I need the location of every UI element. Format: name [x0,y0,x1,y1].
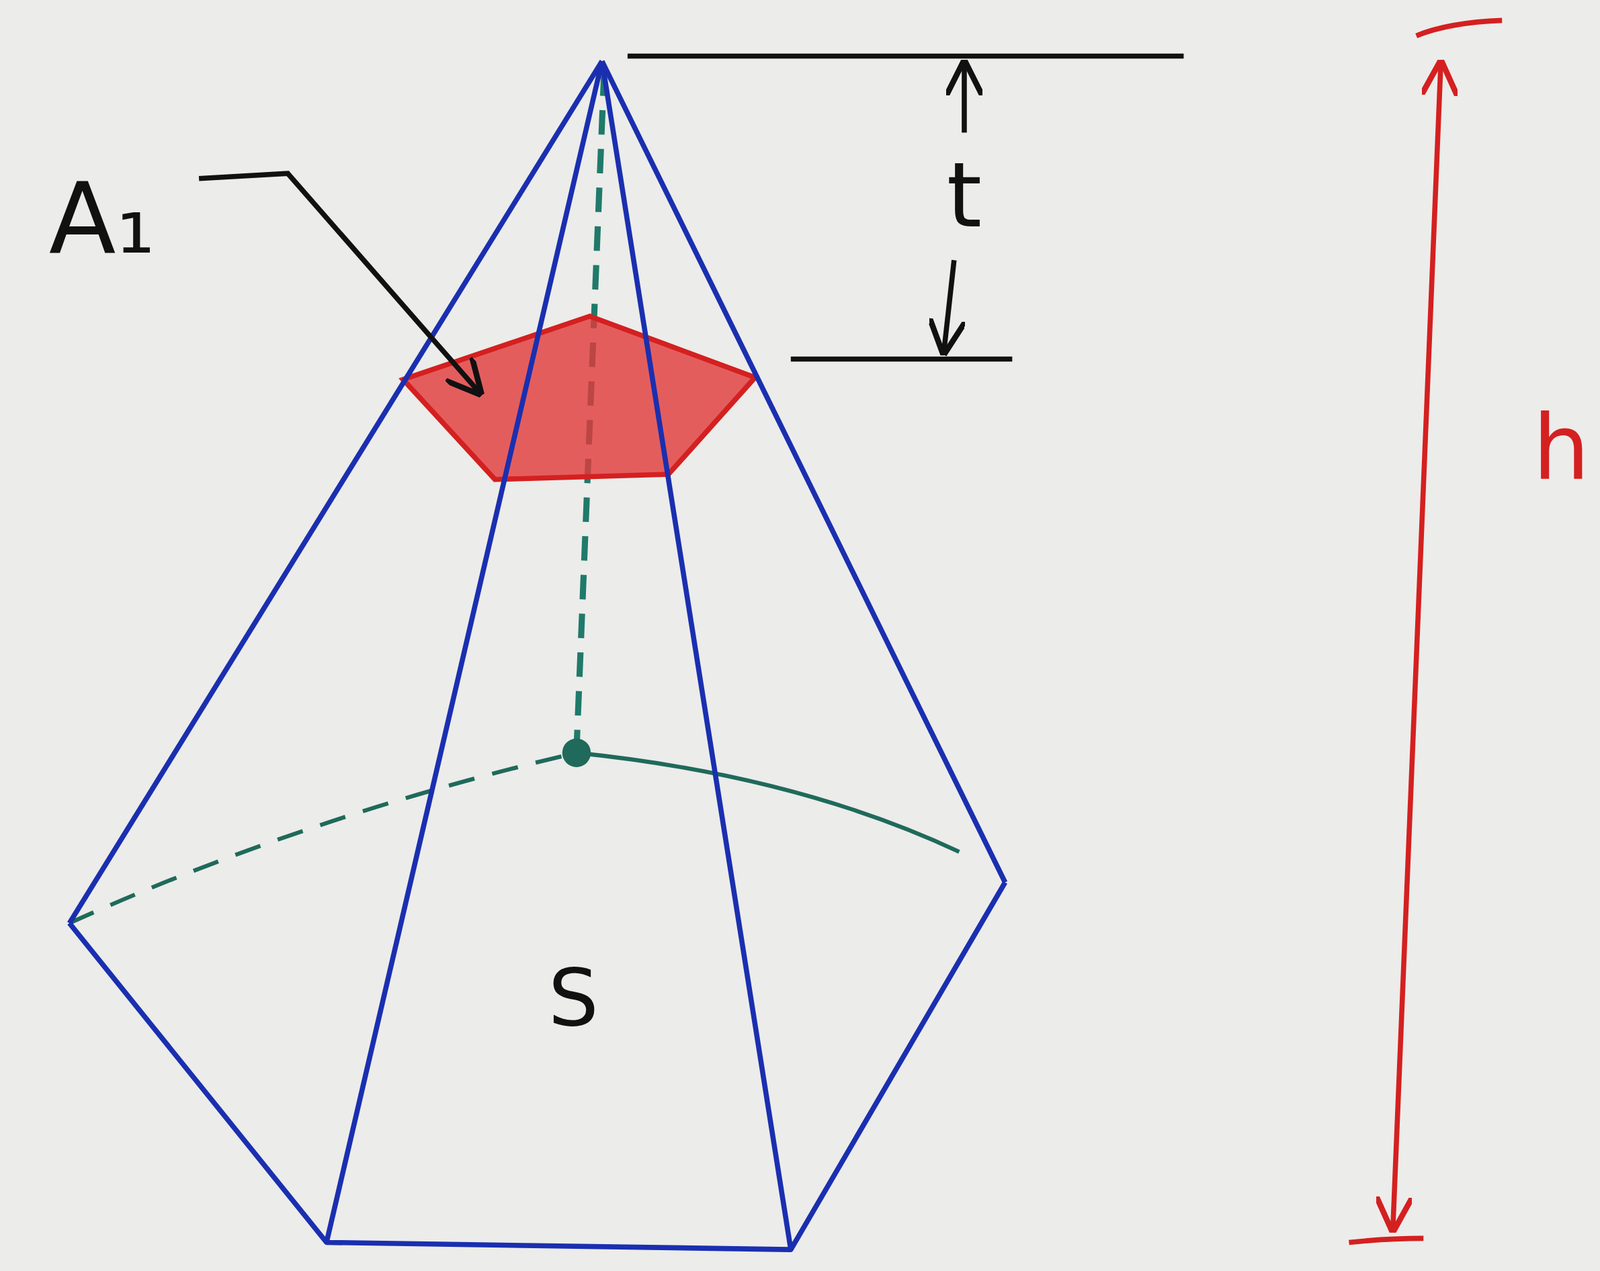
dimension-label: t [946,151,982,242]
dimension-line [790,356,1013,363]
height-arrow [1393,63,1441,1230]
base-edge [69,882,1005,1250]
height-tick [1348,1238,1424,1243]
section-label: A₁ [49,170,156,269]
dimension-arrow [944,260,955,353]
cross-section [403,316,756,480]
height-label: h [1532,403,1590,494]
base-label: S [548,958,599,1038]
height-tick [1416,20,1503,36]
hidden-base-edge [576,753,959,853]
leader-line [198,173,480,393]
hidden-base-edge [69,753,577,924]
lateral-edge [326,61,603,1243]
lateral-edge [602,61,1006,883]
dimension-line [627,53,1185,60]
base-centre [562,738,592,768]
dimension-arrow [961,63,967,133]
lateral-edge [602,61,791,1250]
